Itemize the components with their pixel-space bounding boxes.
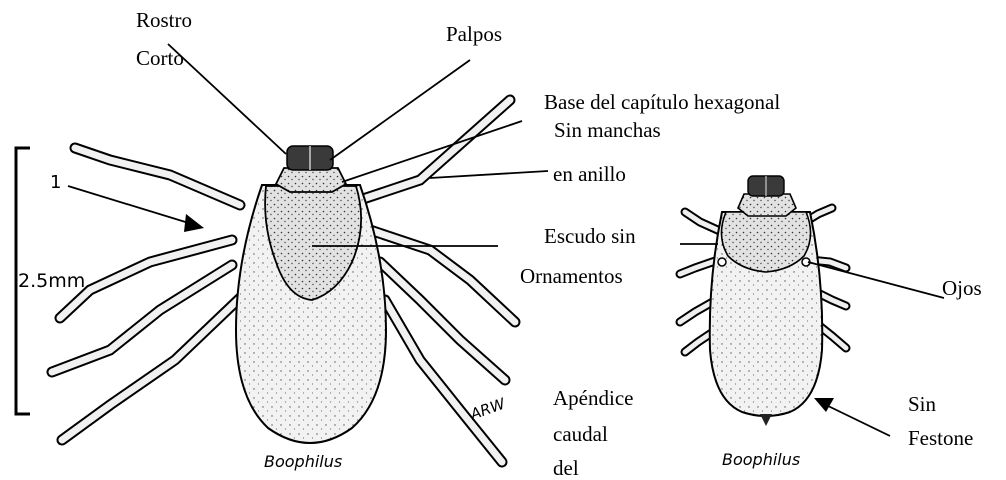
caption-right: Boophilus <box>722 450 800 469</box>
arrow-head-festone <box>814 398 834 412</box>
caudal-appendix <box>760 414 772 426</box>
label-sin-manchas-line2: en anillo <box>553 162 626 186</box>
eye-left-right-tick <box>718 258 726 266</box>
label-ojos: Ojos <box>942 276 982 300</box>
label-sin-manchas-line1: Sin manchas <box>554 118 661 142</box>
label-rostro-line1: Rostro <box>136 8 192 32</box>
label-rostro-line2: Corto <box>136 46 184 70</box>
capitulum-right-tick <box>738 194 796 216</box>
tick-left <box>52 100 515 462</box>
label-escudo-line1: Escudo sin <box>544 224 636 248</box>
capitulum-left-tick <box>276 168 346 192</box>
label-apendice-line2: caudal <box>553 422 608 446</box>
label-festone-line2: Festone <box>908 426 973 450</box>
leader-festone <box>824 404 890 436</box>
arrow-head-pointer-1 <box>184 214 204 232</box>
label-apendice-line1: Apéndice <box>553 386 633 410</box>
leader-ojos <box>808 262 944 298</box>
label-palpos: Palpos <box>446 22 502 46</box>
leader-sin-manchas <box>430 171 548 178</box>
leader-pointer-1 <box>68 186 192 224</box>
tick-right <box>680 176 846 426</box>
leader-rostro <box>168 44 286 154</box>
caption-left: Boophilus <box>264 452 342 471</box>
label-base-capitulo: Base del capítulo hexagonal <box>544 90 780 114</box>
pointer-number: 1 <box>50 172 61 193</box>
label-escudo-line2: Ornamentos <box>520 264 623 288</box>
label-festone-line1: Sin <box>908 392 936 416</box>
label-apendice-line3: del <box>553 456 579 480</box>
scale-label: 2.5mm <box>18 270 85 292</box>
